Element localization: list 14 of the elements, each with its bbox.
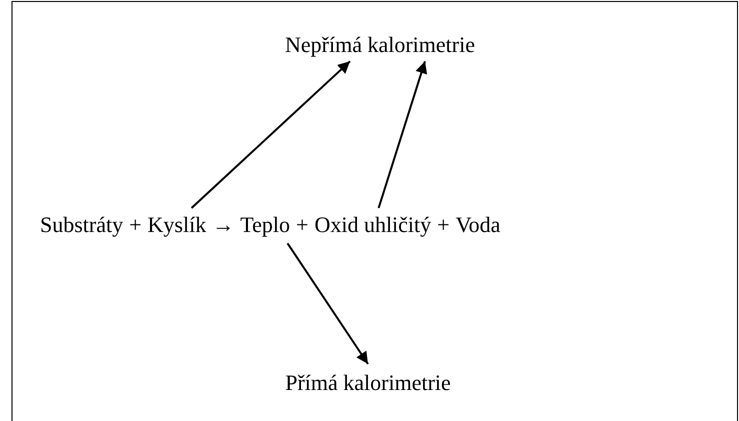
method-label: Nepřímá kalorimetrie [285, 32, 475, 58]
operator-symbol: + [296, 212, 308, 238]
method-label: Přímá kalorimetrie [285, 370, 451, 396]
term-label: Substráty [40, 212, 124, 238]
arrow [286, 242, 369, 365]
arrow [190, 60, 351, 209]
term-label: Oxid uhličitý [314, 212, 432, 238]
term-label: Kyslík [148, 212, 206, 238]
operator-symbol: → [212, 212, 234, 238]
operator-symbol: + [437, 212, 450, 238]
arrow [378, 61, 428, 208]
operator-symbol: + [129, 212, 142, 238]
term-label: Teplo [240, 212, 290, 238]
term-label: Voda [456, 212, 500, 238]
